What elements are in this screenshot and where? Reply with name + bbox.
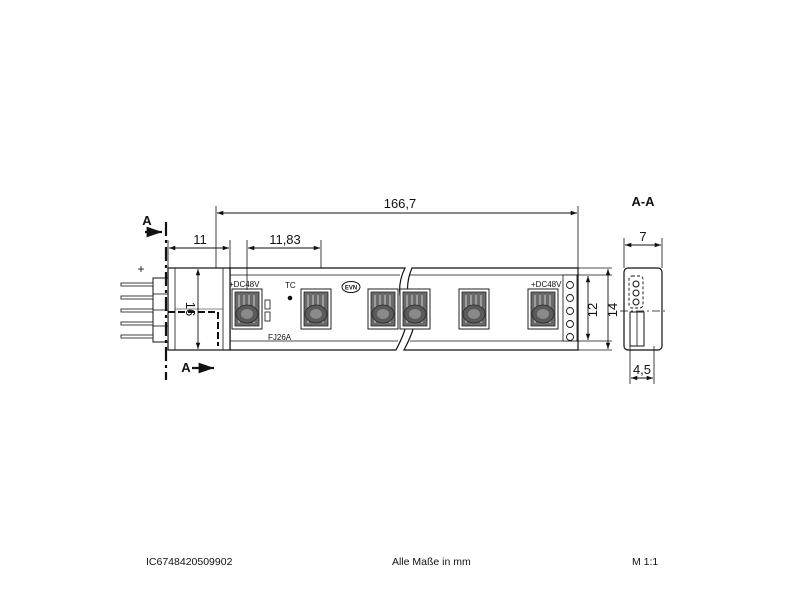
section-marker-top: A: [142, 213, 152, 228]
led-chip: [300, 288, 332, 330]
pin-header: [120, 277, 169, 343]
dim-connector-height-value: 16: [183, 302, 198, 316]
led-chip: [367, 288, 399, 330]
pin: [120, 334, 154, 339]
dim-connector-height: 16: [183, 269, 201, 349]
scale-label: M 1:1: [632, 556, 659, 568]
voltage-label-right: +DC48V: [531, 280, 562, 289]
model-code-label: FJ26A: [268, 333, 292, 342]
led-chip: [231, 288, 263, 330]
end-contact: [566, 307, 574, 315]
units-note: Alle Maße in mm: [392, 556, 471, 568]
led-chip: [399, 288, 431, 330]
pin: [120, 295, 154, 300]
svg-text:EVN: EVN: [345, 286, 357, 292]
end-contact: [566, 294, 574, 302]
end-contact: [566, 333, 574, 341]
voltage-label-left: +DC48V: [229, 280, 260, 289]
connector-housing: [167, 267, 231, 351]
pin: [120, 308, 154, 313]
dim-overall-length: 166,7: [215, 196, 579, 268]
plus-sign: +: [137, 262, 144, 276]
dim-strip-heights: 12 14: [578, 267, 620, 351]
end-contact: [566, 320, 574, 328]
dim-section-inner-width: 4,5: [629, 346, 655, 384]
article-number: IC6748420509902: [146, 556, 233, 568]
tc-dot: [287, 295, 293, 301]
end-contact: [566, 281, 574, 289]
tc-mark-label: TC: [285, 281, 296, 290]
pin: [120, 321, 154, 326]
led-chip: [527, 288, 559, 330]
dim-strip-inner-height-value: 12: [585, 303, 600, 317]
dim-section-width-value: 7: [639, 229, 646, 244]
dim-length-value: 166,7: [384, 196, 417, 211]
brand-logo: EVN: [341, 281, 361, 293]
dim-strip-outer-height-value: 14: [605, 303, 620, 317]
led-chips: [231, 288, 559, 330]
section-cut-line: [145, 222, 214, 380]
dim-led-pitch: 11,83: [246, 232, 322, 290]
pin: [120, 282, 154, 287]
section-view-title: A-A: [631, 194, 655, 209]
dim-connector-length-value: 11: [193, 232, 207, 247]
dim-section-width: 7: [623, 229, 663, 268]
section-view: [620, 267, 668, 351]
led-chip: [458, 288, 490, 330]
dim-connector-length: 11: [167, 232, 231, 268]
section-marker-bottom: A: [181, 360, 191, 375]
dim-led-pitch-value: 11,83: [269, 232, 301, 247]
dim-section-inner-width-value: 4,5: [633, 362, 651, 377]
